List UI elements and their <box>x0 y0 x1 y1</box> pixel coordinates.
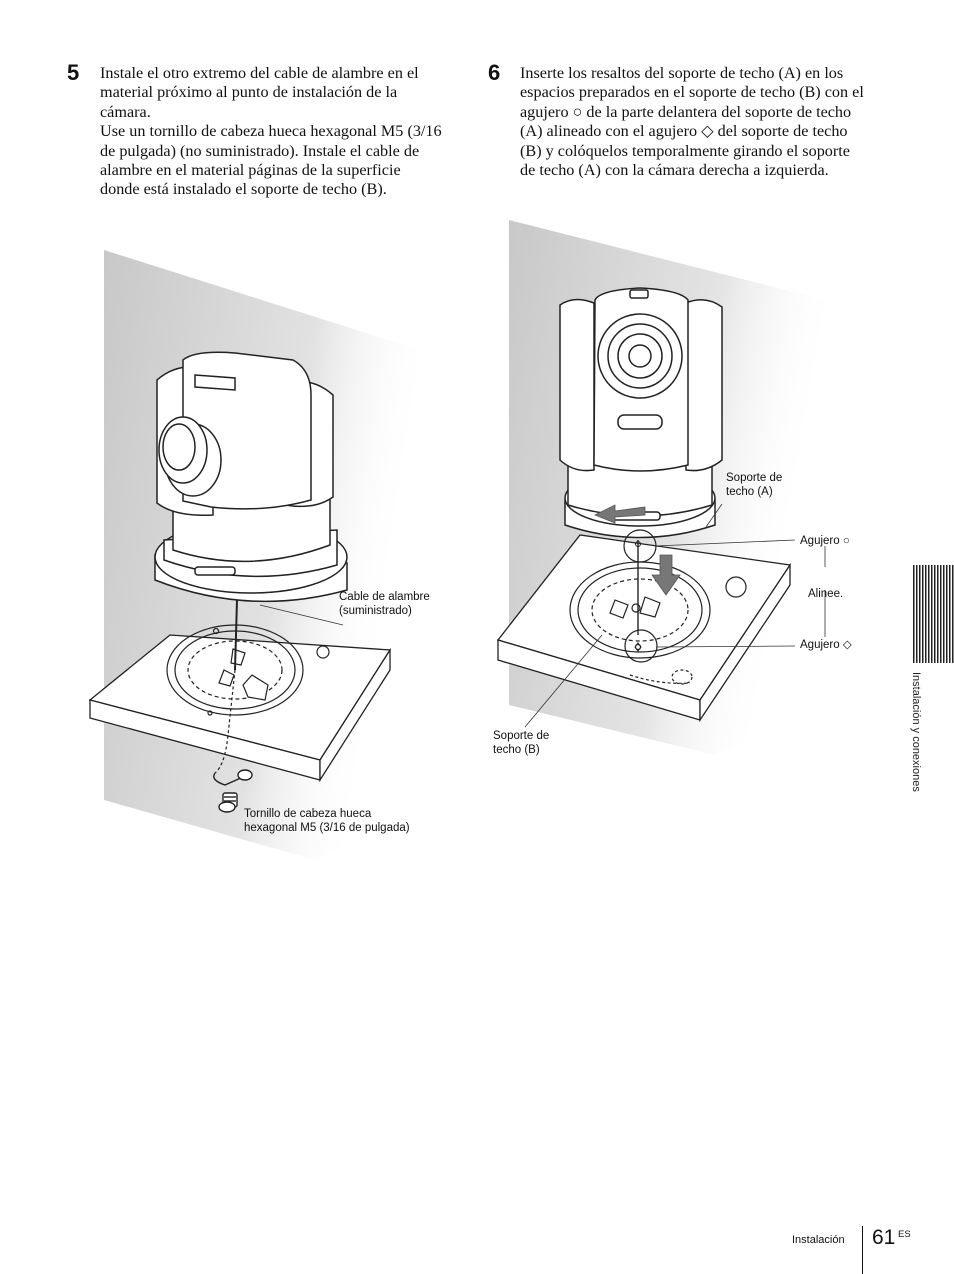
step-5-text: Instale el otro extremo del cable de ala… <box>100 64 442 200</box>
screw-callout-label: Tornillo de cabeza hueca hexagonal M5 (3… <box>244 808 410 834</box>
section-tab-marker <box>913 565 954 663</box>
bracket-b-callout-label: Soporte de techo (B) <box>493 730 550 756</box>
section-tab-label: Instalación y conexiones <box>910 672 922 792</box>
page-number: 61 <box>872 1226 896 1249</box>
ceiling-slab <box>88 634 392 783</box>
camera-icon <box>154 351 348 603</box>
step-6-paragraph: Inserte los resaltos del soporte de tech… <box>520 64 864 180</box>
step-5-number: 5 <box>67 60 80 85</box>
wire-cable-icon <box>213 599 253 786</box>
hole-diamond-callout-label: Agujero ◇ <box>800 639 852 651</box>
down-arrow-icon <box>651 554 681 596</box>
figure-bracket-alignment <box>496 220 826 755</box>
figure-camera-wire-cable <box>88 250 420 860</box>
cable-callout-label: Cable de alambre (suministrado) <box>339 591 430 617</box>
bracket-a-callout-label: Soporte de techo (A) <box>726 472 783 498</box>
page-language-code: ES <box>898 1229 911 1240</box>
ceiling-slab <box>496 534 792 723</box>
align-callout-label: Alinee. <box>808 588 844 600</box>
step-6-number: 6 <box>488 60 501 85</box>
camera-icon <box>559 287 723 539</box>
footer-section-name: Instalación <box>792 1234 845 1246</box>
footer-divider <box>862 1226 863 1274</box>
hex-screw-icon <box>218 792 238 813</box>
ceiling-bracket-b-icon <box>166 624 330 716</box>
step-5-paragraph-2: Use un tornillo de cabeza hueca hexagona… <box>100 122 442 199</box>
step-5-paragraph-1: Instale el otro extremo del cable de ala… <box>100 64 419 121</box>
rotate-left-arrow-icon <box>594 504 646 524</box>
hole-circle-callout-label: Agujero ○ <box>800 535 850 547</box>
step-6-text: Inserte los resaltos del soporte de tech… <box>520 64 865 180</box>
